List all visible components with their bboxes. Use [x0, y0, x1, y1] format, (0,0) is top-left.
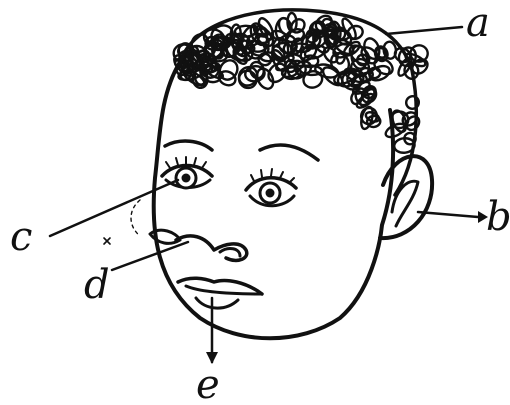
left-eyebrow — [165, 141, 212, 150]
label-d: d — [84, 262, 110, 308]
right-eyebrow — [260, 145, 318, 160]
label-e: e — [196, 362, 220, 405]
right-eye-pupil — [266, 189, 275, 198]
ear-inner — [392, 181, 418, 226]
hair-curl — [404, 94, 422, 112]
left-eye-pupil — [182, 174, 191, 183]
leader-line-d — [112, 242, 188, 270]
label-b: b — [486, 194, 510, 240]
leader-line-c — [50, 180, 178, 236]
leader-line-a — [386, 27, 462, 34]
lower-lip — [196, 298, 238, 308]
label-a: a — [466, 0, 490, 46]
cheek-dashes — [131, 200, 140, 236]
hair-curl — [277, 16, 294, 36]
small-x-mark — [104, 238, 110, 244]
label-c: c — [10, 214, 32, 260]
nostril-right — [220, 249, 240, 256]
leader-line-b — [418, 212, 478, 217]
